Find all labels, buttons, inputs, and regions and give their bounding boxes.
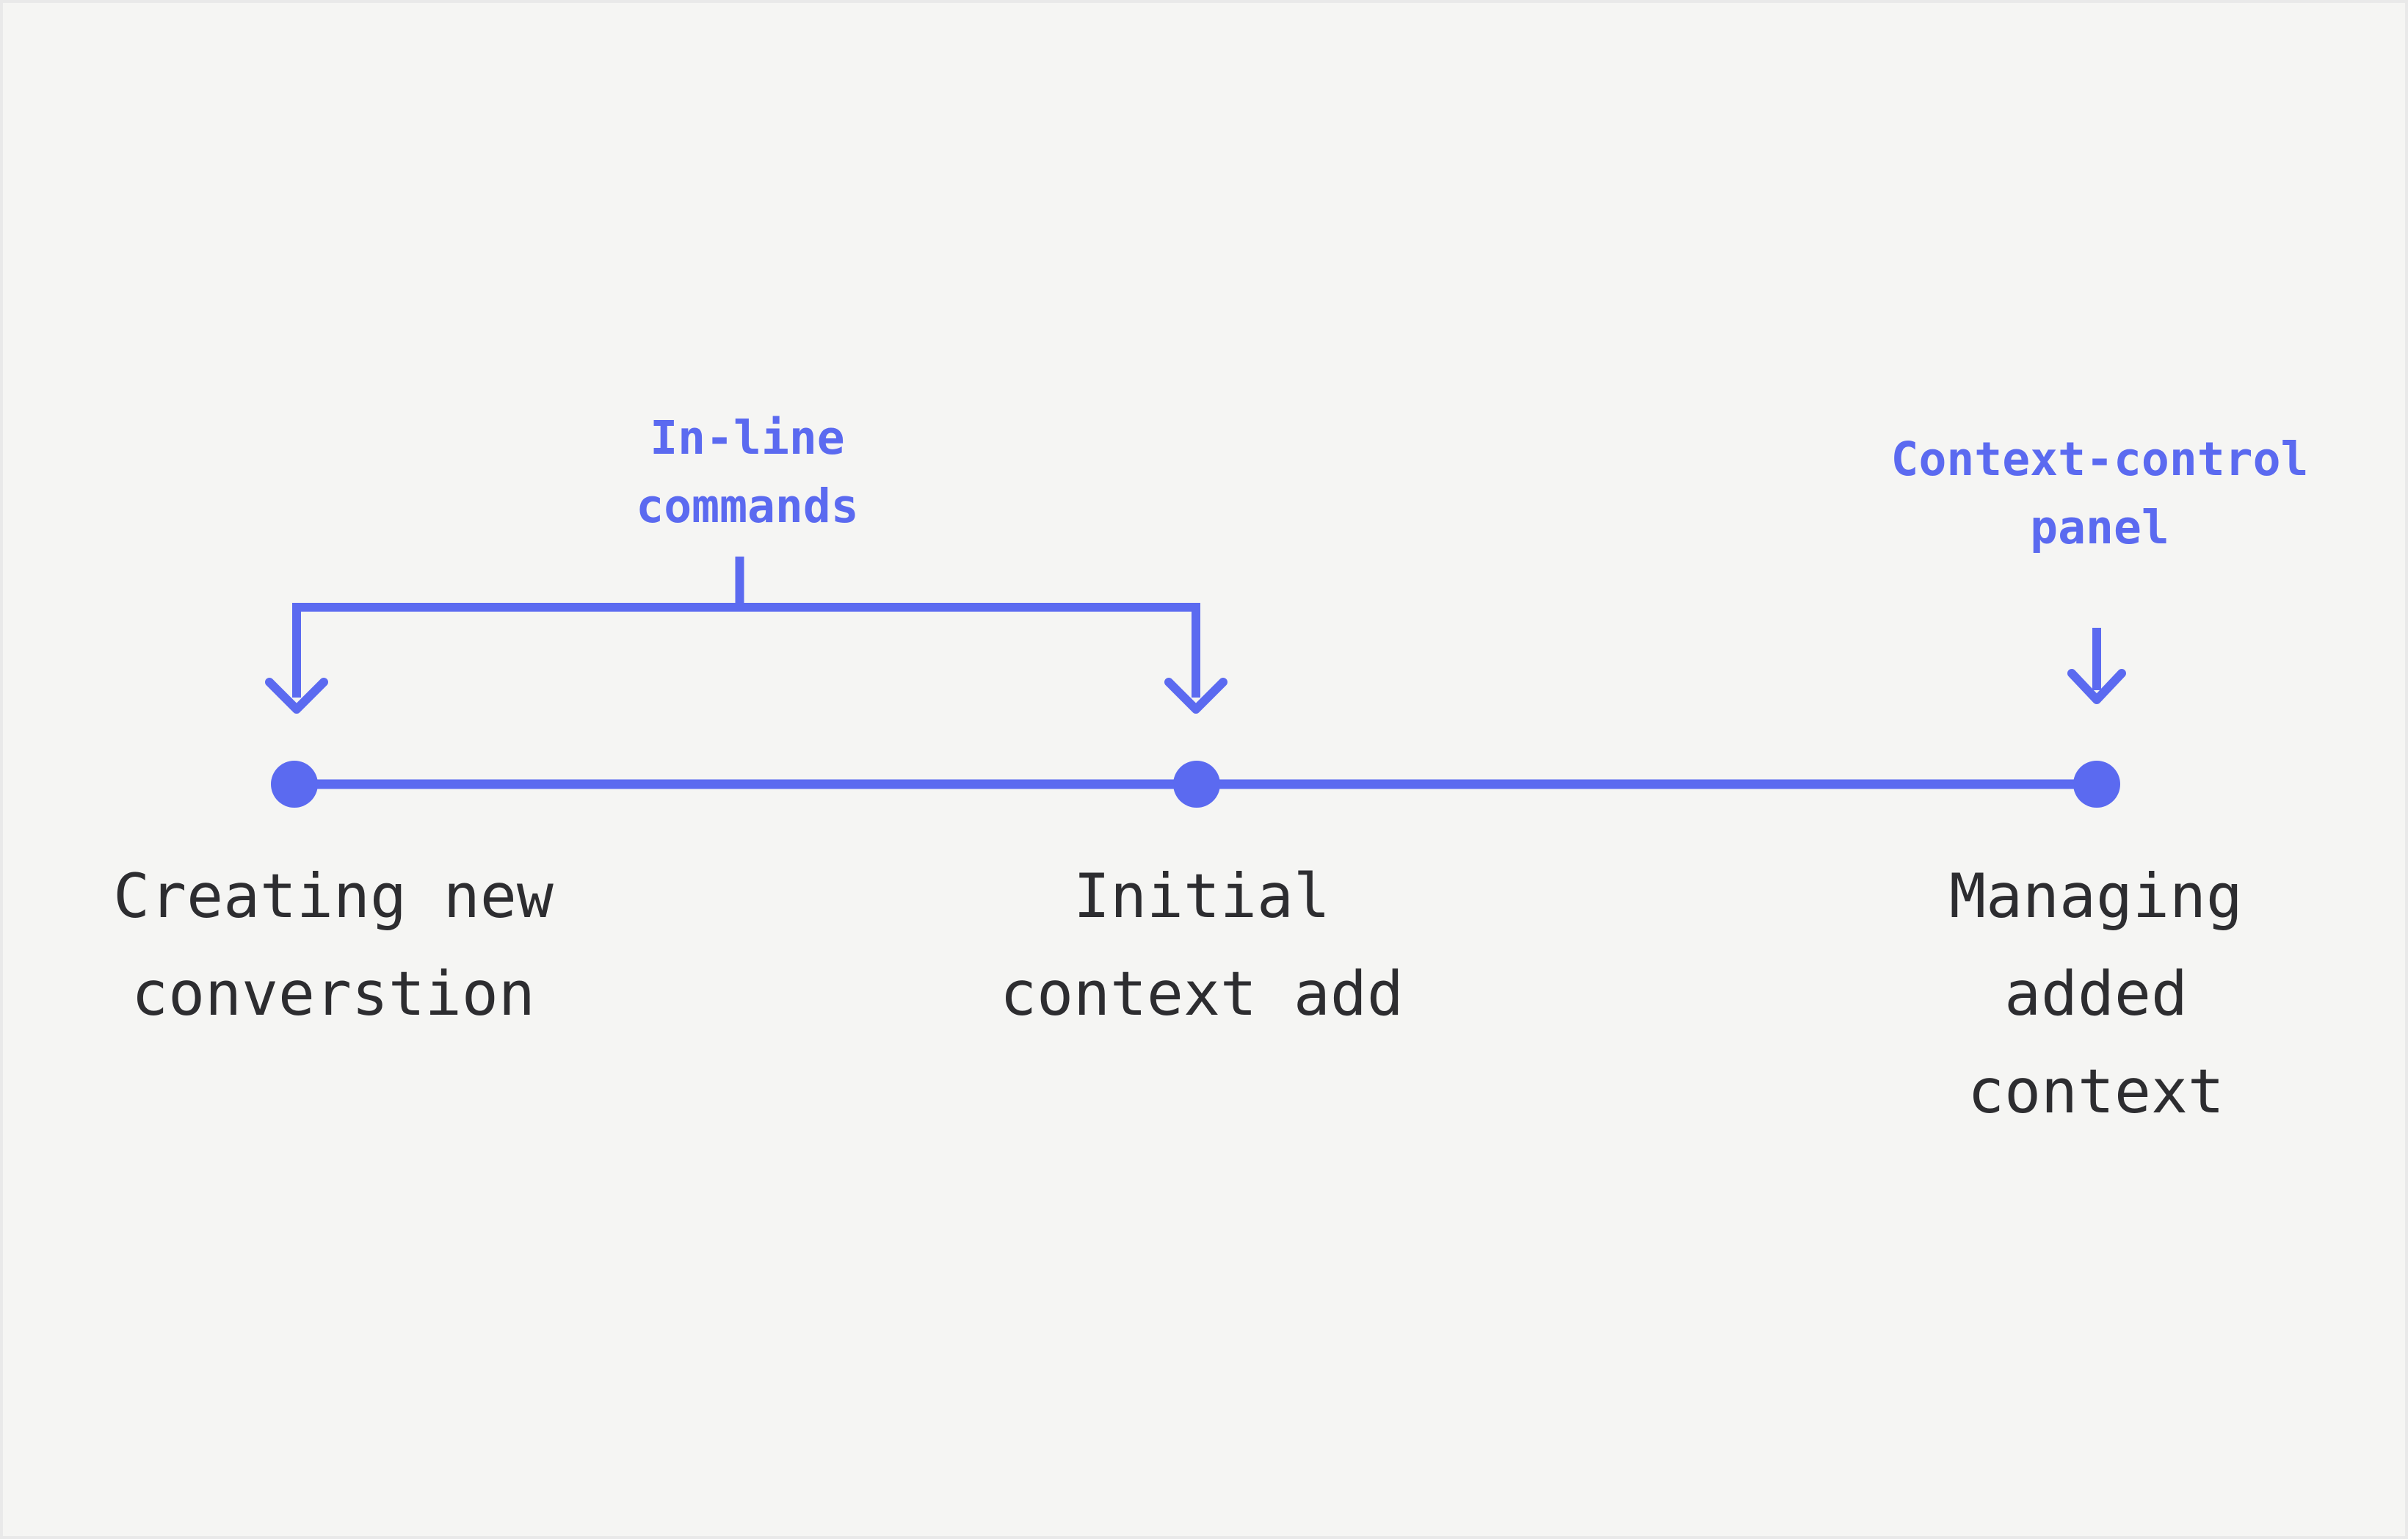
node-label-creating-new-converstion: Creating new converstion bbox=[113, 847, 554, 1043]
bracket-arrowhead-left-icon bbox=[265, 678, 328, 714]
node-label-line: converstion bbox=[131, 958, 535, 1029]
timeline-node-dot-3 bbox=[2073, 761, 2120, 808]
timeline-node-dot-1 bbox=[271, 761, 318, 808]
annotation-inline-commands-line1: In-line bbox=[650, 411, 845, 465]
node-label-line: Initial bbox=[1073, 861, 1330, 932]
diagram-shapes bbox=[265, 557, 2126, 808]
node-label-line: Creating new bbox=[113, 861, 554, 932]
bracket-arrowhead-right-icon bbox=[1164, 678, 1227, 714]
node-label-line: context add bbox=[1000, 958, 1404, 1029]
bracket-annotation-line bbox=[292, 557, 1200, 698]
node-label-line: added bbox=[2004, 958, 2188, 1029]
annotation-context-control-line2: panel bbox=[2030, 501, 2169, 554]
context-control-arrowhead-icon bbox=[2067, 669, 2126, 704]
annotation-context-control-line1: Context-control bbox=[1890, 432, 2309, 486]
node-label-line: context bbox=[1968, 1056, 2224, 1127]
annotation-context-control: Context-control panel bbox=[1891, 425, 2309, 562]
node-label-managing-added-context: Managing added context bbox=[1949, 847, 2243, 1140]
annotation-inline-commands: In-line commands bbox=[636, 404, 858, 540]
node-label-initial-context-add: Initial context add bbox=[1000, 847, 1404, 1043]
timeline-node-dot-2 bbox=[1173, 761, 1220, 808]
node-label-line: Managing bbox=[1949, 861, 2243, 932]
annotation-inline-commands-line2: commands bbox=[636, 479, 859, 533]
